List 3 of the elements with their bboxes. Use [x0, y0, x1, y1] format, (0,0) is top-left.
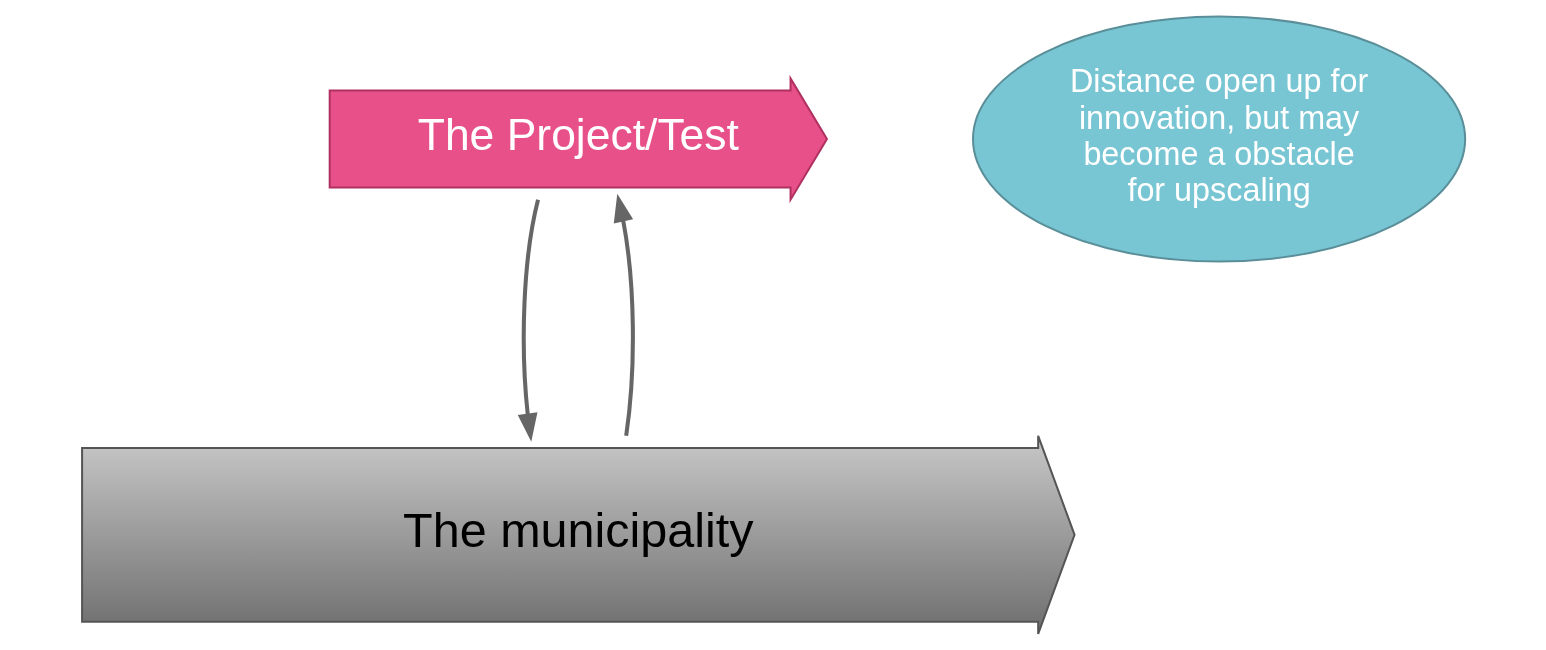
arrow — [517, 199, 540, 442]
node-ellipse: Distance open up for innovation, but may become a obstacle for upscaling — [971, 15, 1466, 263]
arrow — [613, 193, 635, 436]
